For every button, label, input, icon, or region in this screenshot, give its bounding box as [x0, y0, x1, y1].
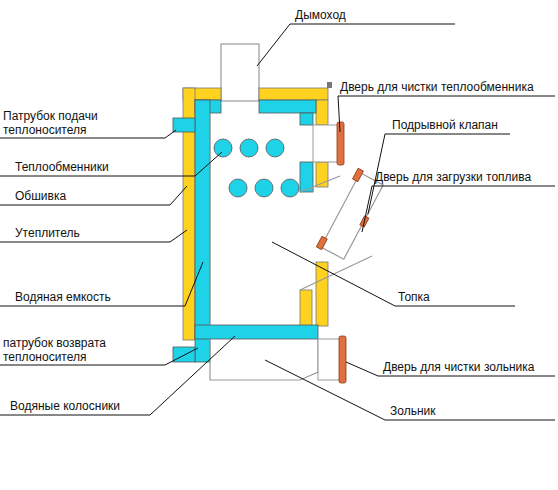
part-label: Обшивка	[15, 189, 66, 203]
leader-lines	[0, 24, 555, 420]
part-label: Дымоход	[295, 8, 346, 22]
chimney-sensor	[327, 82, 332, 88]
heat-exchanger-tubes	[214, 139, 299, 197]
part-label: Топка	[398, 290, 430, 304]
part-label: Водяные колосники	[10, 399, 120, 413]
part-label: Подрывной клапан	[392, 118, 498, 132]
part-label: Водяная емкость	[15, 290, 111, 304]
ash-door	[318, 339, 340, 380]
exchanger-door	[313, 125, 340, 162]
part-label: Зольник	[390, 404, 436, 418]
part-label: патрубок возврата теплоносителя	[3, 336, 125, 364]
door-flange	[339, 336, 346, 383]
part-label: Патрубок подачи теплоносителя	[3, 109, 125, 137]
chimney	[221, 44, 259, 101]
part-label: Дверь для загрузки топлива	[375, 170, 531, 184]
door-flange	[337, 122, 344, 165]
water-jacket	[173, 100, 318, 362]
part-label: Теплообменники	[15, 160, 109, 174]
part-label: Дверь для чистки зольника	[383, 360, 534, 374]
part-label: Дверь для чистки теплообменника	[340, 80, 534, 94]
part-label: Утеплитель	[15, 226, 80, 240]
firebox-wall	[210, 113, 211, 325]
ash-pit	[210, 339, 318, 380]
